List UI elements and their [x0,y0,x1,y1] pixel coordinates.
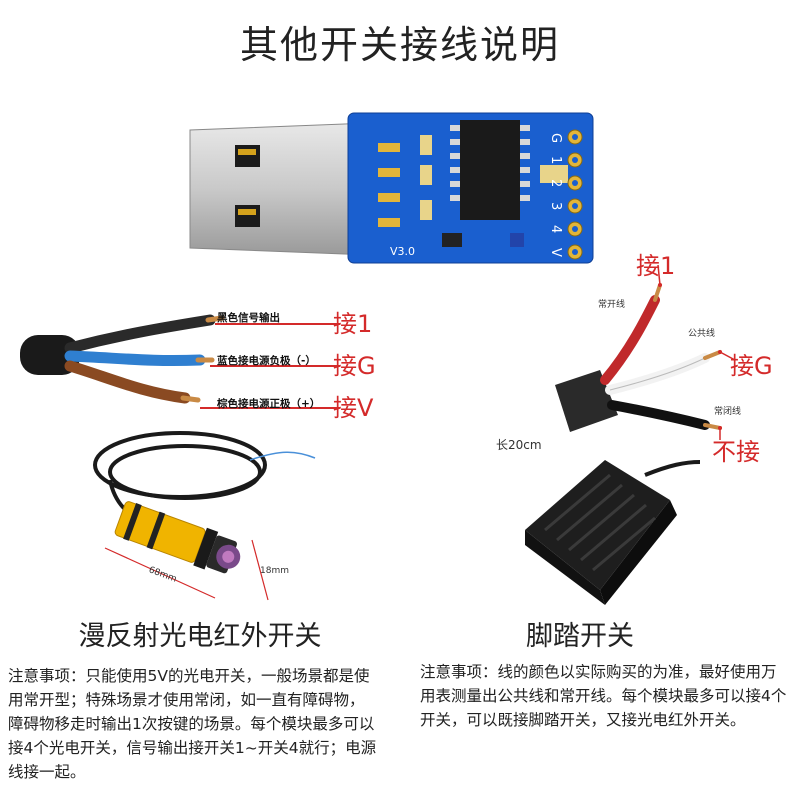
pedal-no-target: 接1 [636,252,676,280]
pedal-nc-target: 不接 [712,438,760,466]
brown-wire-target: 接V [333,394,374,422]
pedal-length-label: 长20cm [496,438,542,452]
pedal-nc-label: 常闭线 [714,407,742,417]
pin-label-g: G [548,133,563,143]
pin-label-v: V [548,248,563,257]
pedal-com-target: 接G [730,352,773,380]
caption-pedal: 脚踏开关 [526,621,634,652]
usb-plug [189,122,371,256]
pin-label-3: 3 [548,202,563,210]
brown-wire-label: 棕色接电源正极（+） [217,398,321,410]
black-wire [64,314,216,354]
note-photoelectric: 注意事项：只能使用5V的光电开关，一般场景都是使用常开型；特殊场景才使用常闭，如… [8,667,377,781]
black-wire-label: 黑色信号输出 [217,312,280,324]
pedal-com-label: 公共线 [688,329,716,339]
photoelectric-cable [20,314,340,409]
board-version: V3.0 [390,245,415,258]
pin-label-2: 2 [548,179,563,187]
usb-slot-bottom [235,205,260,227]
pin-label-1: 1 [548,156,563,164]
usb-board-illustration: G 1 2 3 4 V V3.0 [189,112,594,264]
photoelectric-sensor [93,431,316,601]
foot-pedal [525,460,701,605]
note-pedal: 注意事项：线的颜色以实际购买的为准，最好使用万用表测量出公共线和常开线。每个模块… [420,663,787,729]
page-title: 其他开关接线说明 [239,23,560,67]
blue-wire-label: 蓝色接电源负极（-） [217,355,316,367]
pedal-cable [555,264,736,440]
blue-wire [64,350,206,367]
pcb-chip [460,120,520,220]
black-wire-pedal [607,400,710,430]
red-wire [600,295,660,385]
pedal-cable-jacket [555,370,618,432]
pin-label-4: 4 [548,225,563,233]
usb-slot-top [235,145,260,167]
sensor-diameter-label: 18mm [260,566,289,576]
brown-wire [64,360,191,404]
blue-wire-target: 接G [333,352,376,380]
caption-photoelectric: 漫反射光电红外开关 [78,621,322,652]
black-wire-target: 接1 [333,310,373,338]
pedal-no-label: 常开线 [598,300,626,310]
